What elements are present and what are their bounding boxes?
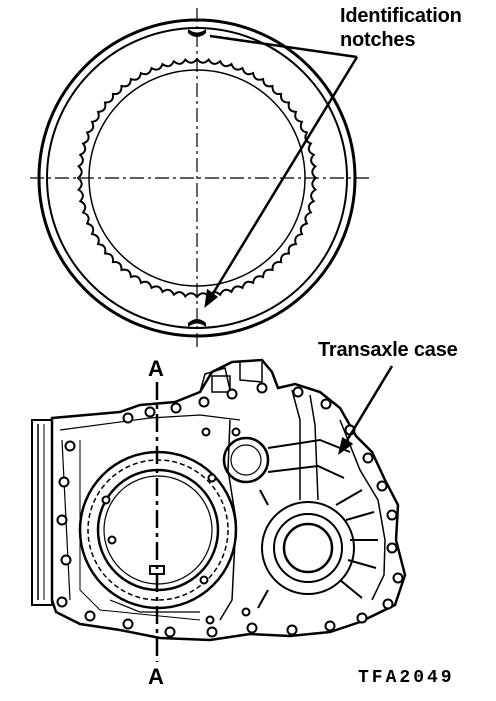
case-bolt-holes [56, 382, 404, 638]
identification-notch-marks [188, 29, 206, 327]
section-label-bottom: A [148, 664, 164, 689]
bolt-hole [292, 386, 304, 398]
transaxle-case [31, 358, 407, 642]
bolt-hole [206, 626, 218, 638]
bolt-hole [122, 618, 134, 630]
bolt-hole [386, 542, 398, 554]
bolt-hole [286, 624, 298, 636]
case-upper-bore [222, 436, 270, 484]
bolt-hole [64, 440, 76, 452]
bolt-hole [320, 398, 332, 410]
transaxle-leader-line [338, 365, 394, 455]
bolt-hole [362, 452, 374, 464]
bolt-hole [60, 554, 72, 566]
bolt-hole [107, 535, 117, 545]
case-right-bore-outer [261, 501, 355, 595]
plate-internal-teeth [76, 57, 318, 299]
bolt-hole [164, 626, 176, 638]
bolt-hole [170, 402, 182, 414]
bolt-hole [356, 612, 368, 624]
notch-leader-lines [204, 34, 359, 308]
bolt-hole [241, 607, 251, 617]
bolt-hole [205, 615, 215, 625]
transaxle-case-label: Transaxle case [318, 339, 458, 361]
bolt-hole [386, 509, 398, 521]
bolt-hole [201, 427, 211, 437]
bolt-hole [56, 596, 68, 608]
notch-bottom [188, 319, 206, 327]
bolt-hole [84, 610, 96, 622]
bolt-hole [226, 388, 238, 400]
bolt-hole [58, 476, 70, 488]
bolt-hole [198, 396, 210, 408]
bolt-hole [392, 572, 404, 584]
identification-label-line2: notches [340, 29, 416, 51]
identification-notches-label: Identification notches [340, 4, 462, 52]
bolt-hole [122, 412, 134, 424]
figure-code: TFA2049 [358, 668, 455, 688]
bolt-hole [56, 514, 68, 526]
bolt-hole [256, 382, 268, 394]
bolt-hole [207, 473, 217, 483]
bolt-hole [246, 622, 258, 634]
case-left-cover [31, 419, 53, 606]
section-label-top: A [148, 356, 164, 381]
bolt-hole [382, 598, 394, 610]
bolt-hole [376, 480, 388, 492]
bolt-hole [324, 620, 336, 632]
plate-centerlines [30, 8, 372, 350]
bolt-hole [144, 406, 156, 418]
bolt-hole [101, 495, 111, 505]
identification-label-line1: Identification [340, 5, 462, 27]
bolt-hole [231, 427, 241, 437]
notch-top [188, 29, 206, 37]
bolt-hole [199, 575, 209, 585]
